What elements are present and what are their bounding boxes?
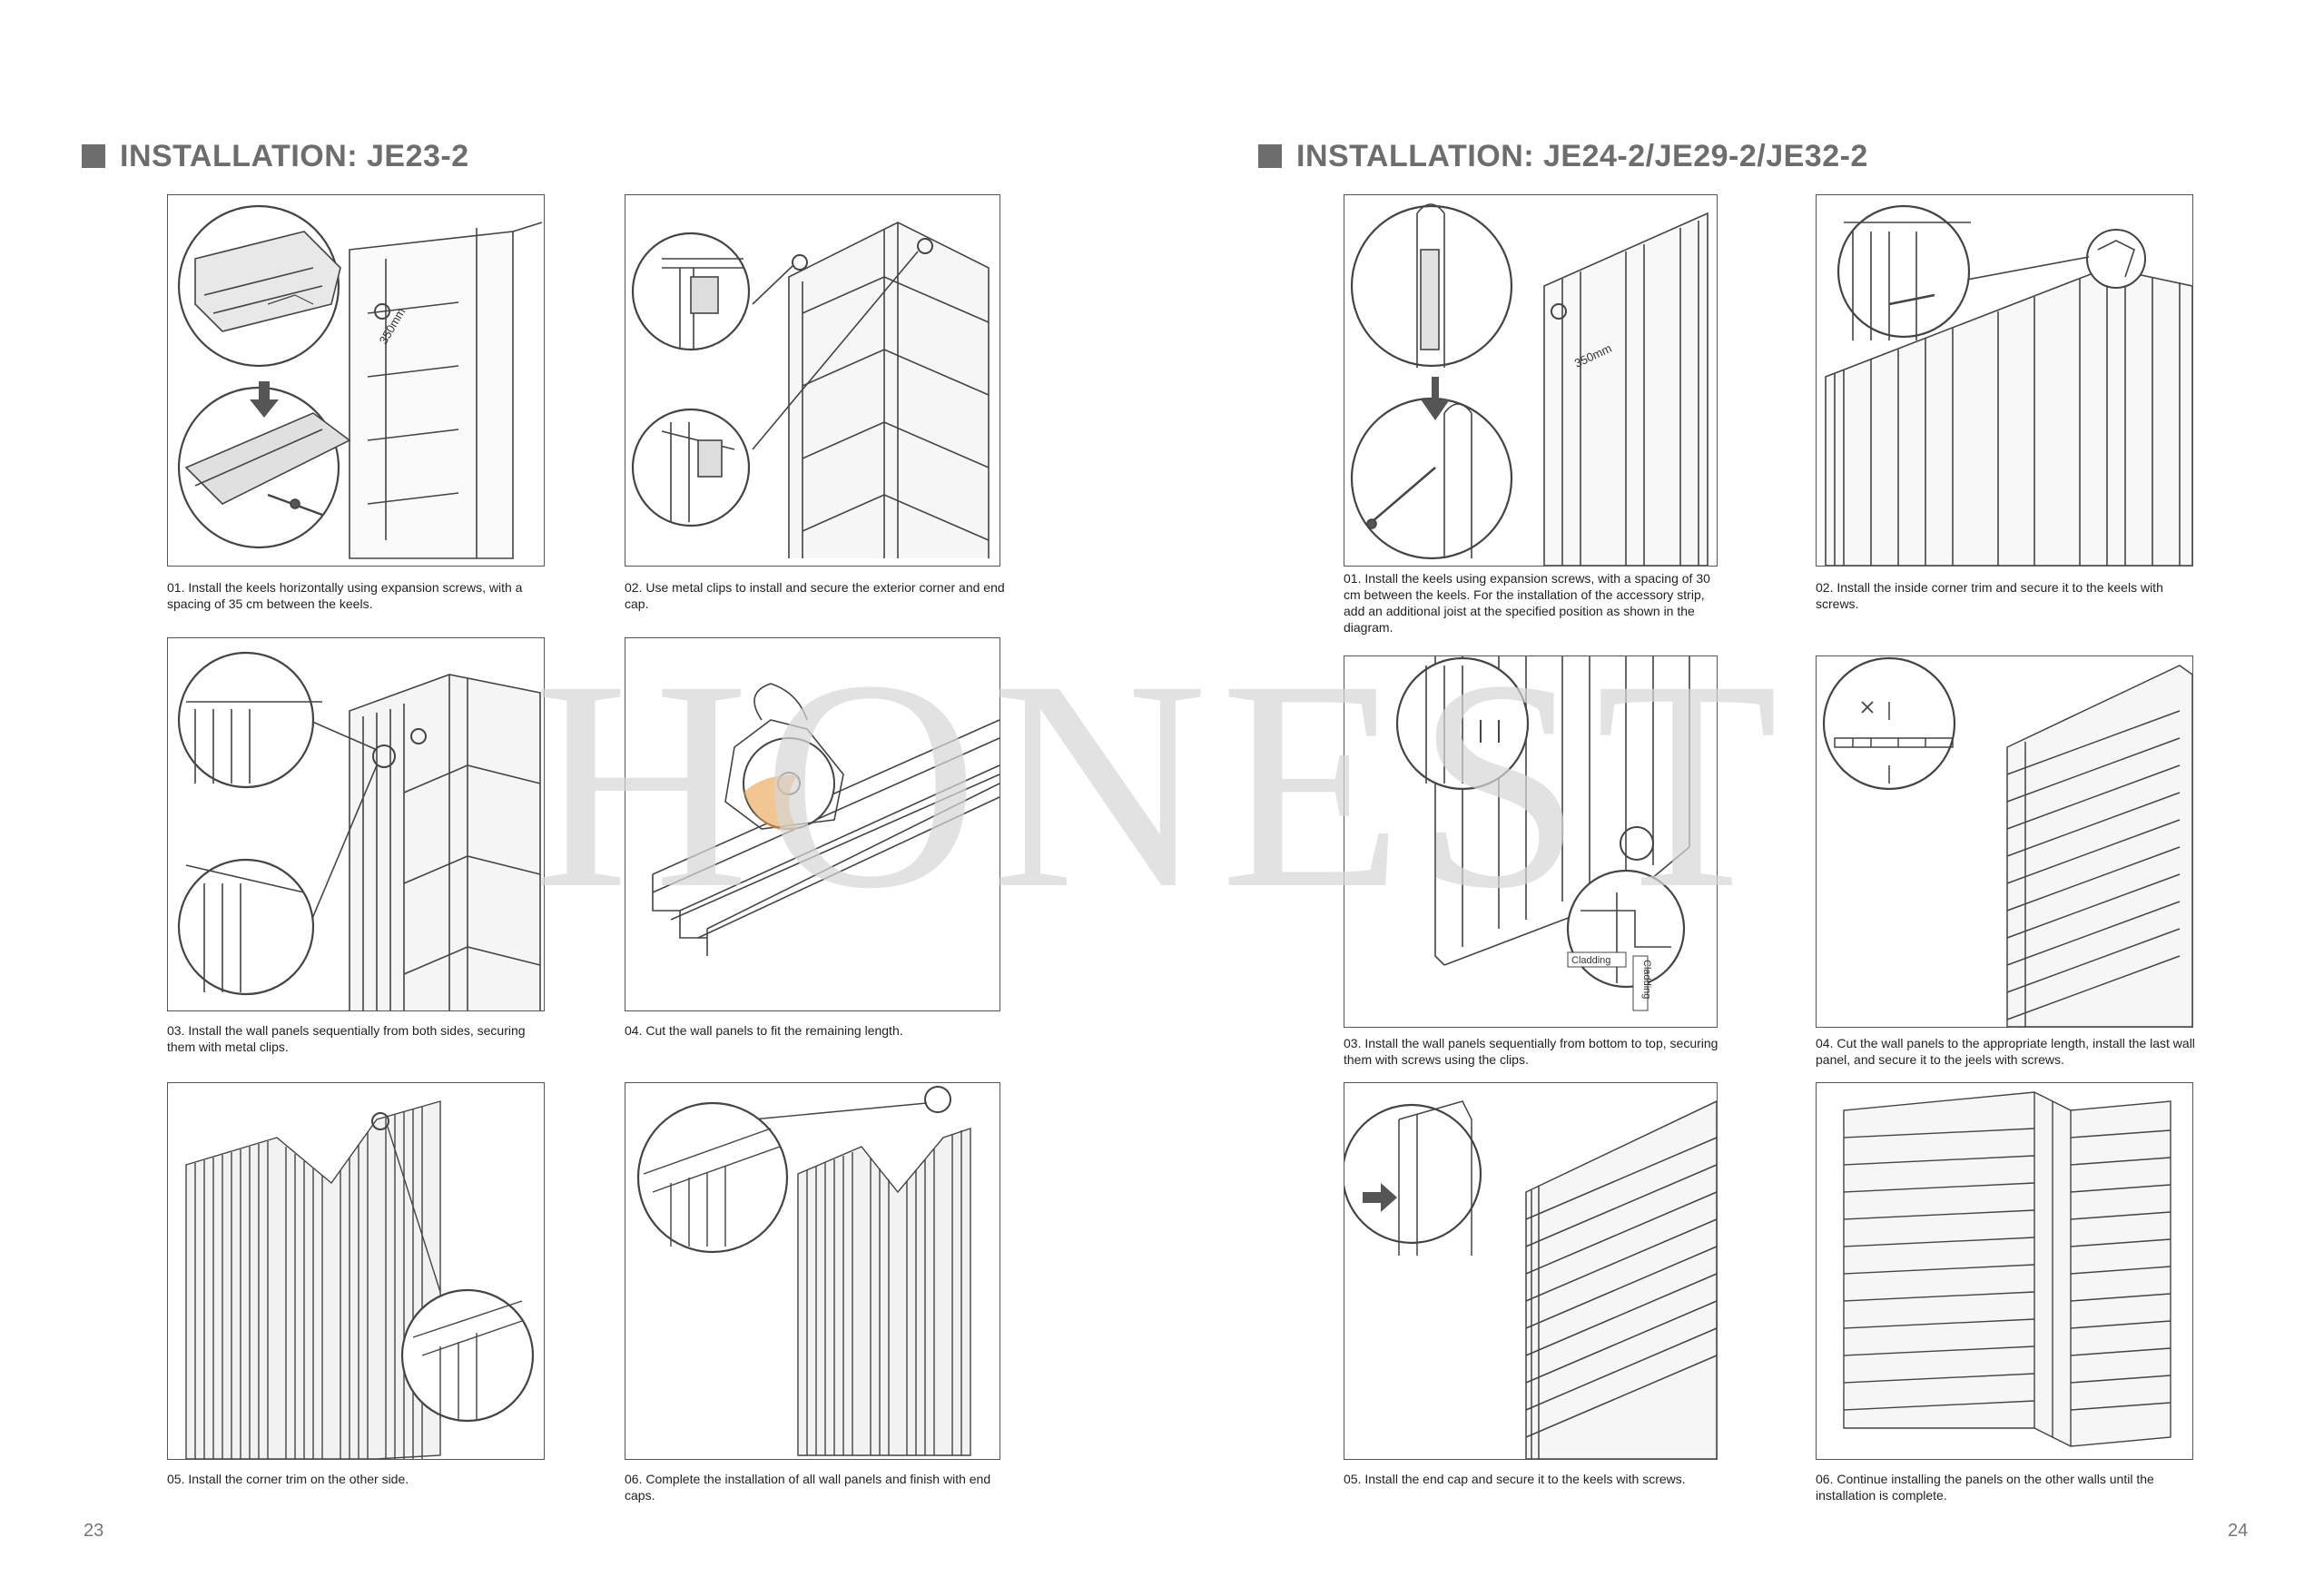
complete-installation-end-caps-diagram <box>636 1086 971 1456</box>
left-step-02-caption: 02. Use metal clips to install and secur… <box>625 580 1005 611</box>
right-step-04-illustration <box>1816 655 2193 1028</box>
left-step-06-illustration <box>625 1082 1000 1460</box>
left-step-01-illustration: 350mm <box>167 194 545 567</box>
right-step-02-caption: 02. Install the inside corner trim and s… <box>1816 580 2163 611</box>
right-step-03-caption: 03. Install the wall panels sequentially… <box>1344 1036 1718 1067</box>
left-step-02-illustration <box>625 194 1000 567</box>
cladding-label-vertical: Cladding <box>1641 960 1652 999</box>
title-square-icon <box>1258 144 1282 168</box>
continue-other-walls-diagram <box>1843 1091 2171 1447</box>
cut-panels-saw-diagram <box>652 683 1000 956</box>
right-step-06-caption: 06. Continue installing the panels on th… <box>1816 1472 2154 1503</box>
keels-horizontal-diagram: 350mm <box>177 204 543 559</box>
exterior-corner-clips-diagram <box>631 222 990 558</box>
orange-flame-mark <box>743 774 798 831</box>
left-step-06-caption: 06. Complete the installation of all wal… <box>625 1472 991 1503</box>
left-step-04-caption: 04. Cut the wall panels to fit the remai… <box>625 1023 903 1038</box>
left-step-03-illustration <box>167 637 545 1011</box>
keels-vertical-diagram: 350mm <box>1350 203 1709 566</box>
right-step-01-caption: 01. Install the keels using expansion sc… <box>1344 571 1710 635</box>
corner-trim-other-side-diagram <box>185 1100 535 1459</box>
page-number-right: 24 <box>2228 1521 2249 1541</box>
wall-panels-bottom-to-top-diagram: Cladding Cladding <box>1395 656 1690 1011</box>
left-step-04-illustration <box>625 637 1000 1011</box>
right-step-02-illustration <box>1816 194 2193 567</box>
section-title-right: INSTALLATION: JE24-2/JE29-2/JE32-2 <box>1258 136 1868 176</box>
left-step-05-illustration <box>167 1082 545 1460</box>
cladding-label-horizontal: Cladding <box>1571 955 1610 966</box>
end-cap-diagram <box>1344 1100 1717 1459</box>
right-step-06-illustration <box>1816 1082 2193 1460</box>
right-step-03-illustration: Cladding Cladding <box>1344 655 1718 1028</box>
section-title-left-text: INSTALLATION: JE23-2 <box>120 138 469 173</box>
wall-panels-both-sides-diagram <box>177 651 541 1010</box>
section-title-right-text: INSTALLATION: JE24-2/JE29-2/JE32-2 <box>1296 138 1868 173</box>
page-number-left: 23 <box>84 1521 104 1541</box>
left-step-03-caption: 03. Install the wall panels sequentially… <box>167 1023 526 1054</box>
left-step-01-caption: 01. Install the keels horizontally using… <box>167 580 523 611</box>
cut-last-panel-diagram <box>1822 656 2192 1027</box>
right-step-04-caption: 04. Cut the wall panels to the appropria… <box>1816 1036 2195 1067</box>
inside-corner-trim-diagram <box>1825 204 2192 566</box>
right-step-05-caption: 05. Install the end cap and secure it to… <box>1344 1472 1686 1486</box>
section-title-left: INSTALLATION: JE23-2 <box>82 136 469 176</box>
left-step-05-caption: 05. Install the corner trim on the other… <box>167 1472 409 1486</box>
arrow-right-icon <box>1363 1183 1397 1212</box>
right-step-05-illustration <box>1344 1082 1718 1460</box>
title-square-icon <box>82 144 105 168</box>
right-step-01-illustration: 350mm <box>1344 194 1718 567</box>
